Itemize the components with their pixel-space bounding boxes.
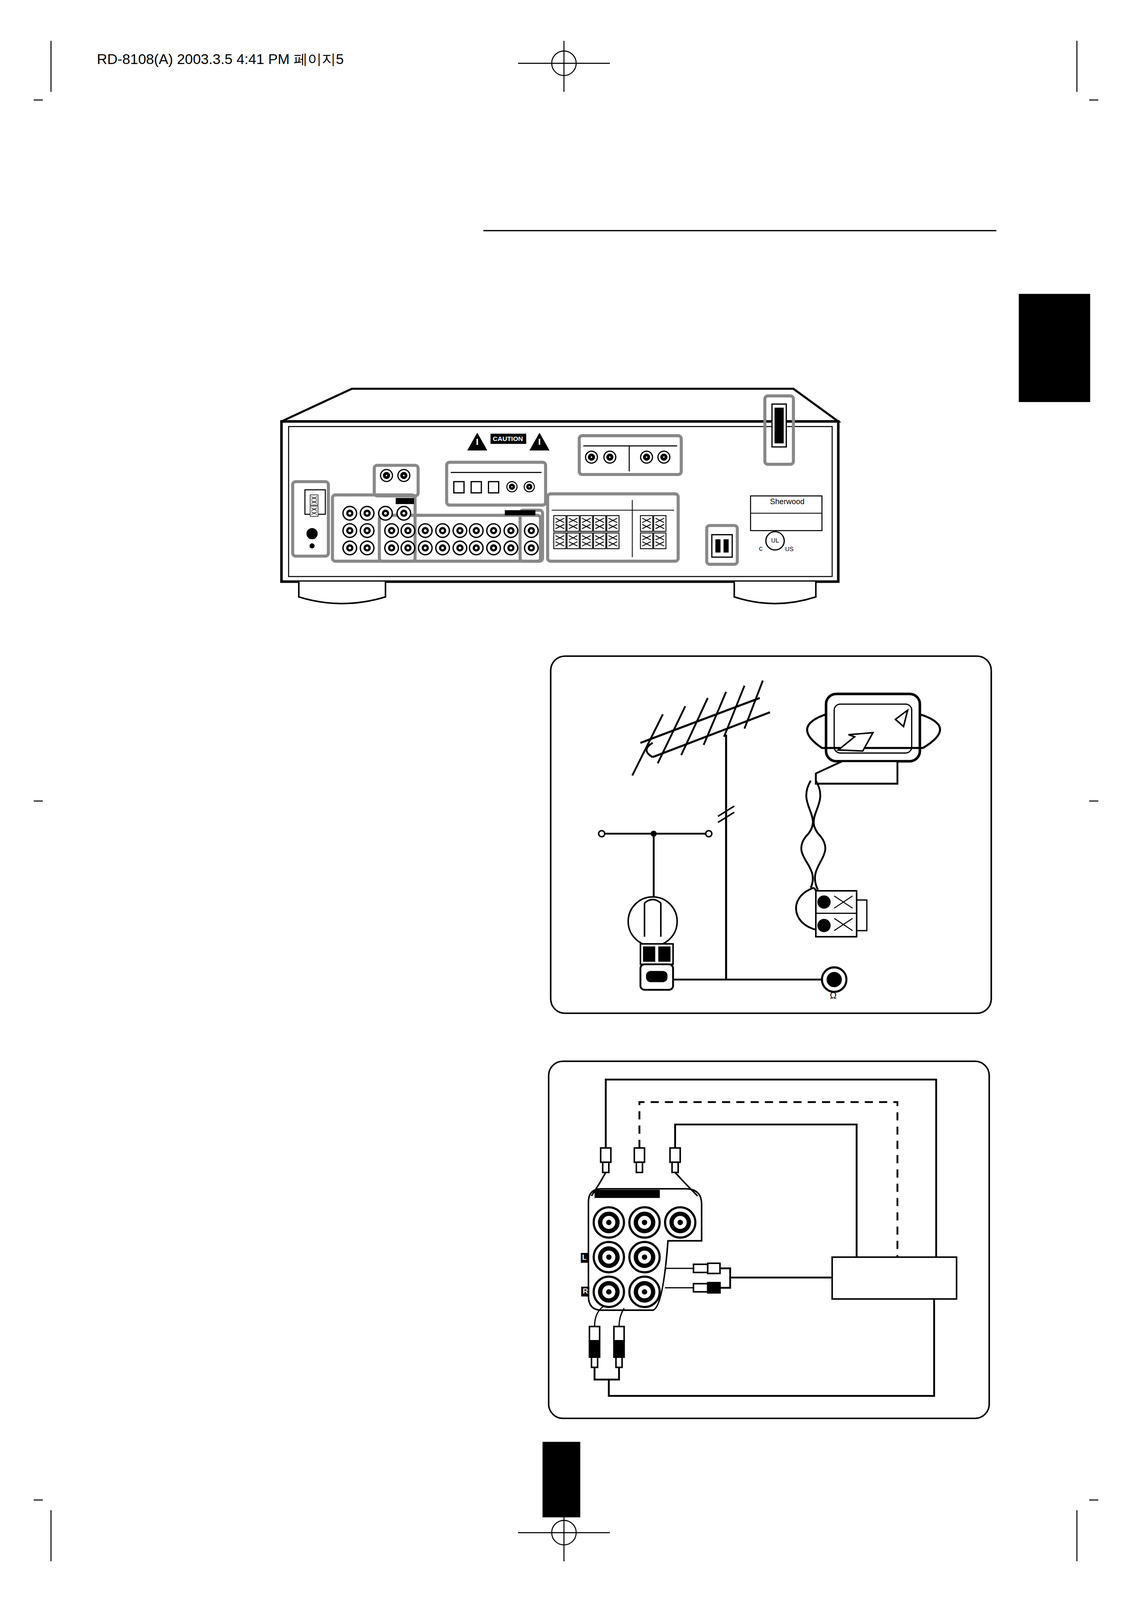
- channel-label: R: [581, 1286, 590, 1296]
- caution-label: CAUTION: [492, 435, 524, 443]
- ul-mark-text: UL: [771, 537, 779, 544]
- brand-label: Sherwood: [770, 498, 805, 506]
- ul-mark-text: US: [785, 545, 794, 552]
- print-header: RD-8108(A) 2003.3.5 4:41 PM 페이지5: [96, 52, 344, 67]
- channel-label: L: [580, 1252, 589, 1262]
- ul-mark-text: c: [759, 544, 763, 553]
- impedance-symbol: Ω: [829, 990, 837, 1001]
